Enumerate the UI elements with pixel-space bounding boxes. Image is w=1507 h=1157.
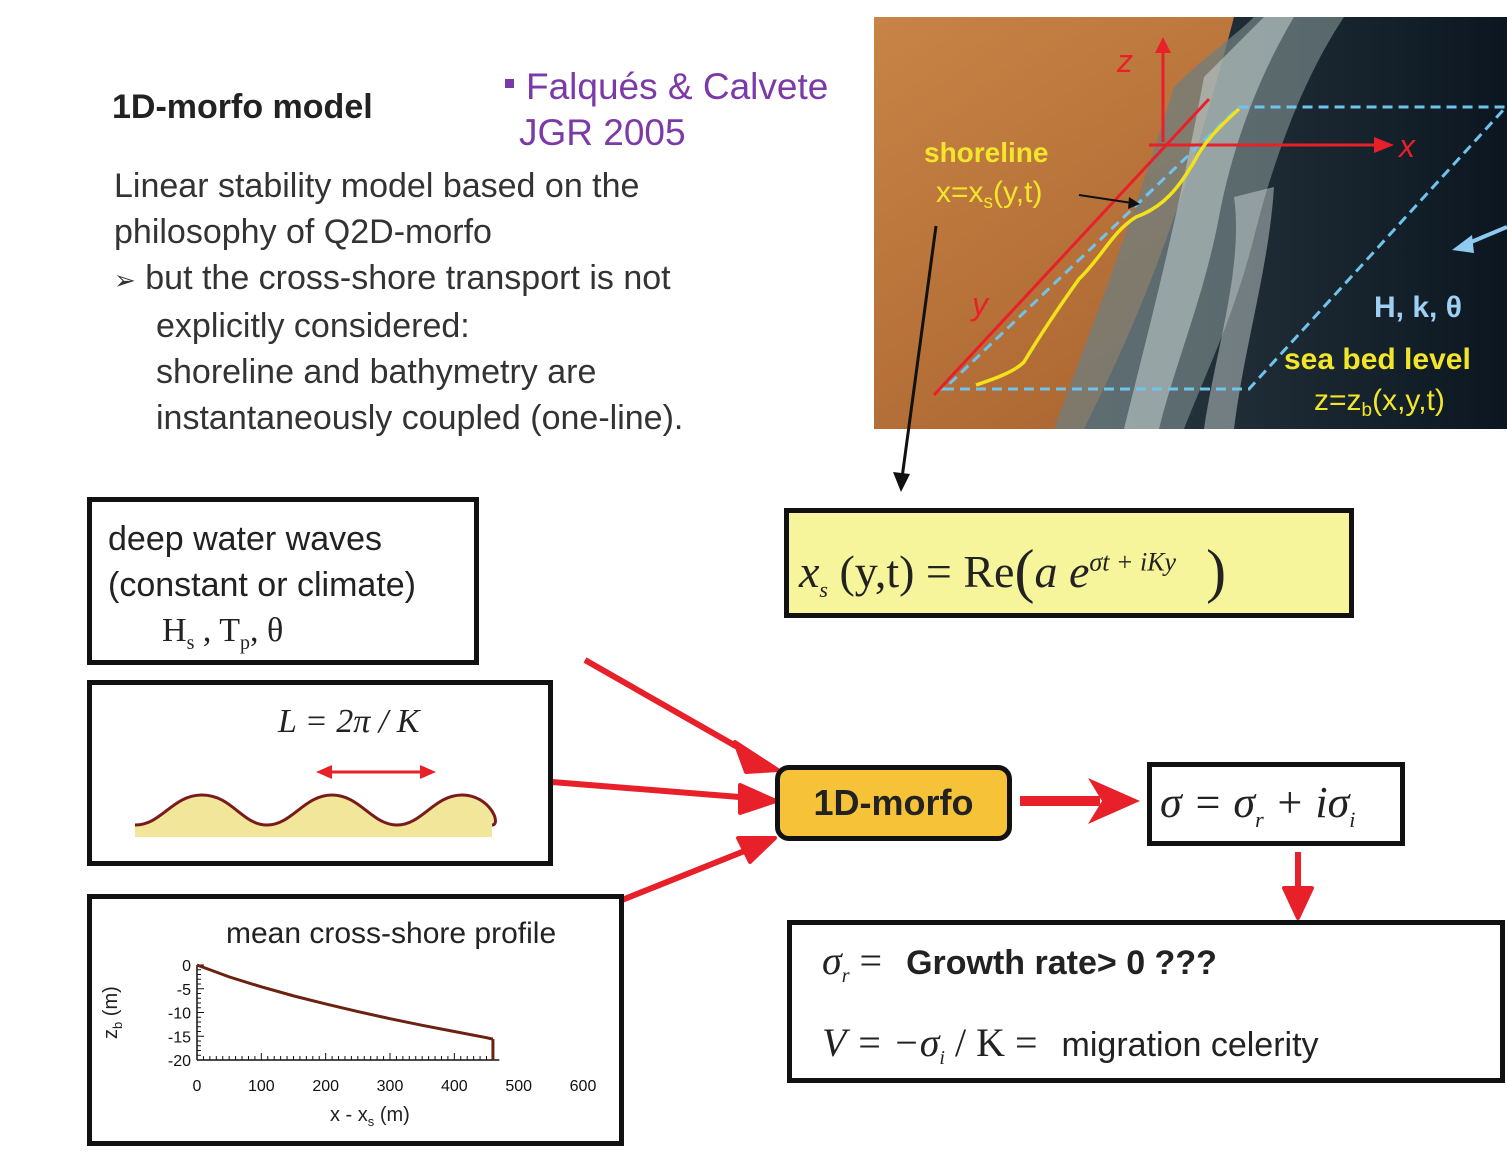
profile-series-line xyxy=(196,963,494,1041)
growth-rate-line: σr = Growth rate> 0 ??? xyxy=(822,938,1217,987)
profile-x-label: x - xs (m) xyxy=(330,1104,410,1129)
arrow-bullet-icon: ➢ xyxy=(114,265,136,295)
x-tick-label: 200 xyxy=(312,1078,339,1095)
perturbation-equation: xs (y,t) = Re(a eσt + iKy) xyxy=(799,538,1227,604)
red-arrow-profile xyxy=(620,845,754,903)
y-tick-label: 0 xyxy=(182,958,191,975)
red-arrowhead-1 xyxy=(733,740,780,774)
reference-line-2: JGR 2005 xyxy=(519,112,686,153)
shoreline-pointer xyxy=(1078,194,1133,204)
deep-water-line-2: (constant or climate) xyxy=(108,566,416,604)
wave-parameters: Hs , Tp, θ xyxy=(162,612,284,654)
description-line: Linear stability model based on the xyxy=(114,167,640,205)
eigenvalue-box: σ = σr + iσi xyxy=(1147,762,1405,846)
surf-foam xyxy=(1124,17,1294,429)
celerity-line: V = −σi / K = migration celerity xyxy=(822,1020,1319,1069)
red-arrowhead-big xyxy=(1088,778,1140,824)
model-description: Linear stability model based on the phil… xyxy=(114,163,683,441)
deep-water-line-1: deep water waves xyxy=(108,520,383,558)
red-arrowhead-down xyxy=(1282,886,1314,920)
bedform-sketch xyxy=(134,765,497,837)
description-bullet-line: ➢ but the cross-shore transport is not xyxy=(114,259,671,297)
diagram-title: 1D-morfo model xyxy=(112,88,373,126)
x-label: x xyxy=(1397,128,1416,164)
bedform-fill xyxy=(135,795,496,837)
deep-water-waves-box: deep water waves (constant or climate) H… xyxy=(87,497,479,665)
x-tick-label: 0 xyxy=(193,1078,202,1095)
right-arrowhead xyxy=(420,765,436,779)
pointer-arrowhead xyxy=(1128,197,1140,209)
z-arrowhead xyxy=(1155,37,1171,53)
seabed-equation: z=zb(x,y,t) xyxy=(1314,384,1445,421)
profile-y-label: zb (m) xyxy=(100,986,125,1039)
x-arrowhead xyxy=(1374,137,1394,153)
reference-line-1: Falqués & Calvete xyxy=(505,64,828,110)
profile-chart-title: mean cross-shore profile xyxy=(226,917,557,950)
black-arrow-to-equation xyxy=(900,225,938,479)
coastline-photo: z x y shoreline x=xs(y,t) H, k, θ sea be… xyxy=(874,17,1507,429)
wavelength-formula: L = 2π / K xyxy=(278,703,420,740)
x-tick-label: 100 xyxy=(248,1078,275,1095)
red-arrowhead-2 xyxy=(738,783,778,815)
red-arrowhead-3 xyxy=(736,836,777,864)
left-arrowhead xyxy=(316,765,332,779)
red-arrow-wavelength xyxy=(551,779,753,801)
1d-morfo-model-box: 1D-morfo xyxy=(775,765,1012,841)
seabed-label: sea bed level xyxy=(1284,343,1471,376)
black-arrowhead xyxy=(893,472,910,492)
eigenvalue-equation: σ = σr + iσi xyxy=(1160,778,1356,832)
x-tick-label: 600 xyxy=(570,1078,597,1095)
y-tick-label: -10 xyxy=(168,1006,191,1023)
bullet-square-icon xyxy=(505,78,514,88)
x-tick-label: 400 xyxy=(441,1078,468,1095)
shoreline-equation: x=xs(y,t) xyxy=(936,176,1042,213)
results-box: σr = Growth rate> 0 ??? V = −σi / K = mi… xyxy=(787,920,1505,1083)
wave-arrowhead xyxy=(1452,235,1474,253)
description-line: philosophy of Q2D-morfo xyxy=(114,213,492,251)
y-tick-label: -5 xyxy=(177,982,191,999)
x-tick-label: 300 xyxy=(377,1078,404,1095)
z-label: z xyxy=(1116,43,1133,79)
description-line: instantaneously coupled (one-line). xyxy=(156,399,684,437)
wavelength-box: L = 2π / K xyxy=(87,680,553,866)
perturbation-equation-box: xs (y,t) = Re(a eσt + iKy) xyxy=(784,508,1354,618)
reference-citation: Falqués & Calvete JGR 2005 xyxy=(505,64,828,156)
red-arrow-deep-water xyxy=(583,657,757,760)
y-tick-label: -15 xyxy=(168,1029,191,1046)
y-axis xyxy=(932,97,1211,397)
description-line: explicitly considered: xyxy=(156,307,470,345)
shoreline-curve xyxy=(975,107,1241,387)
surf-foam-2 xyxy=(1204,187,1274,429)
y-tick-label: -20 xyxy=(168,1053,191,1070)
domain-grid xyxy=(940,105,1507,391)
shoreline-label: shoreline xyxy=(924,137,1048,168)
description-line: shoreline and bathymetry are xyxy=(156,353,597,391)
wave-params-label: H, k, θ xyxy=(1374,291,1462,324)
bedform-line xyxy=(134,793,497,827)
y-label: y xyxy=(970,286,990,322)
x-tick-label: 500 xyxy=(505,1078,532,1095)
